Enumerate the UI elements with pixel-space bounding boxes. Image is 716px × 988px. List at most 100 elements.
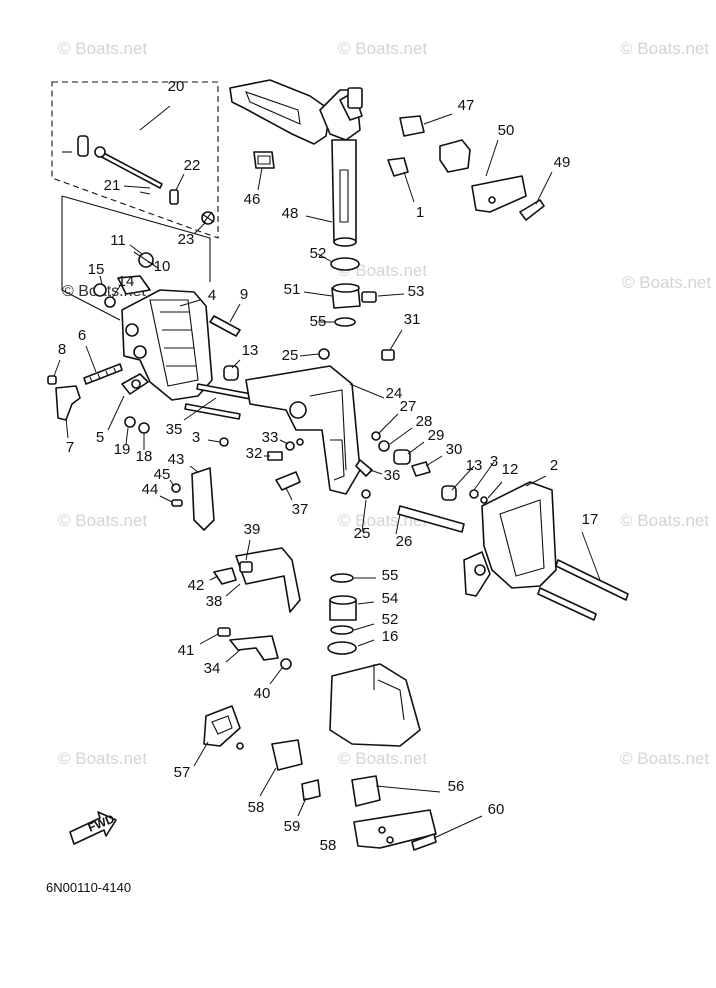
part-58-left	[271, 739, 303, 771]
leader-line-46	[257, 167, 263, 191]
leader-line-41	[199, 633, 219, 645]
callout-58-ref: 58	[320, 837, 337, 854]
leader-line-3	[207, 439, 221, 443]
callout-3-ref: 3	[490, 453, 498, 470]
callout-28: 28	[416, 413, 433, 430]
part-19	[124, 416, 136, 428]
part-50	[519, 199, 545, 221]
parts-10-11-14-15	[93, 251, 159, 308]
leader-line-39	[245, 539, 251, 561]
leader-line-31	[389, 329, 403, 351]
leader-line-16	[357, 639, 375, 647]
leader-line-53	[377, 293, 405, 297]
part-48	[399, 115, 425, 137]
watermark: © Boats.net	[58, 511, 147, 530]
leader-line-34	[225, 649, 241, 663]
leader-line-6	[85, 345, 97, 373]
part-59	[301, 779, 321, 801]
callout-14: 14	[118, 273, 135, 290]
part-56	[353, 809, 437, 849]
fwd-arrow: FWD	[69, 811, 117, 845]
callout-37: 37	[292, 501, 309, 518]
callout-34: 34	[204, 660, 221, 677]
callout-1: 1	[416, 204, 424, 221]
part-3-left	[219, 437, 229, 447]
part-41	[217, 627, 231, 637]
watermark: © Boats.net	[58, 39, 147, 58]
leader-line-36	[369, 469, 383, 475]
leader-line-28	[389, 427, 413, 445]
callout-16: 16	[382, 628, 399, 645]
part-24-swivel-bracket	[245, 365, 361, 495]
callout-12: 12	[502, 461, 519, 478]
callout-13-ref: 13	[466, 457, 483, 474]
leader-line-48	[305, 215, 333, 223]
part-55-lower-a	[330, 573, 354, 583]
leader-line-27	[377, 413, 399, 435]
callout-3: 3	[192, 429, 200, 446]
callout-33: 33	[262, 429, 279, 446]
callout-11: 11	[110, 232, 126, 249]
callout-7: 7	[66, 439, 74, 456]
leader-line-58	[259, 767, 277, 797]
callout-20: 20	[168, 78, 185, 95]
lower-mount-assembly	[329, 663, 421, 747]
leader-line-40	[269, 667, 283, 685]
part-47	[439, 139, 527, 213]
part-43	[191, 467, 215, 531]
watermark: © Boats.net	[622, 273, 711, 292]
leader-line-5	[107, 395, 125, 431]
callout-51: 51	[284, 281, 301, 298]
callout-41: 41	[178, 642, 195, 659]
leader-line-43	[189, 465, 199, 473]
callout-32: 32	[246, 445, 263, 462]
leader-line-17	[581, 531, 601, 581]
watermark: © Boats.net	[338, 749, 427, 768]
callout-53: 53	[408, 283, 425, 300]
leader-line-19	[125, 427, 129, 445]
callout-36: 36	[384, 467, 401, 484]
leader-line-56	[375, 785, 441, 793]
callout-55: 55	[382, 567, 399, 584]
part-group-20	[62, 135, 163, 195]
part-38-assembly	[235, 547, 301, 613]
part-55-top	[334, 317, 356, 327]
leader-line-21	[123, 185, 151, 189]
callout-9: 9	[240, 286, 248, 303]
part-53	[331, 283, 361, 309]
callout-31: 31	[404, 311, 421, 328]
watermark: © Boats.net	[58, 749, 147, 768]
group-box-20	[51, 81, 219, 239]
leader-line-45	[169, 479, 175, 487]
part-37	[275, 471, 301, 491]
callout-23: 23	[178, 231, 195, 248]
part-30	[411, 461, 431, 477]
leader-line-50	[485, 139, 499, 177]
callout-52-ref: 52	[310, 245, 327, 262]
leader-line-26	[395, 513, 401, 535]
part-31	[381, 349, 395, 361]
leader-line-60	[433, 815, 483, 839]
callout-30: 30	[446, 441, 463, 458]
part-51	[253, 151, 275, 169]
leader-line-23	[193, 221, 207, 235]
leader-line-13	[231, 359, 241, 369]
callout-40: 40	[254, 685, 271, 702]
part-13-left	[223, 365, 239, 381]
part-58-right	[351, 775, 381, 807]
leader-line-10	[147, 261, 155, 265]
callout-47: 47	[458, 97, 475, 114]
leader-line-24	[349, 383, 385, 399]
part-26	[361, 291, 377, 303]
callout-5: 5	[96, 429, 104, 446]
leader-line-3-ref	[473, 461, 495, 491]
leader-line-13-ref	[451, 465, 475, 491]
callout-44: 44	[142, 481, 159, 498]
leader-line-37	[285, 487, 293, 501]
part-55-lower-b	[330, 625, 354, 635]
callout-39: 39	[244, 521, 261, 538]
part-4-left-bracket	[121, 289, 213, 401]
part-57	[203, 705, 244, 750]
callout-50: 50	[498, 122, 515, 139]
